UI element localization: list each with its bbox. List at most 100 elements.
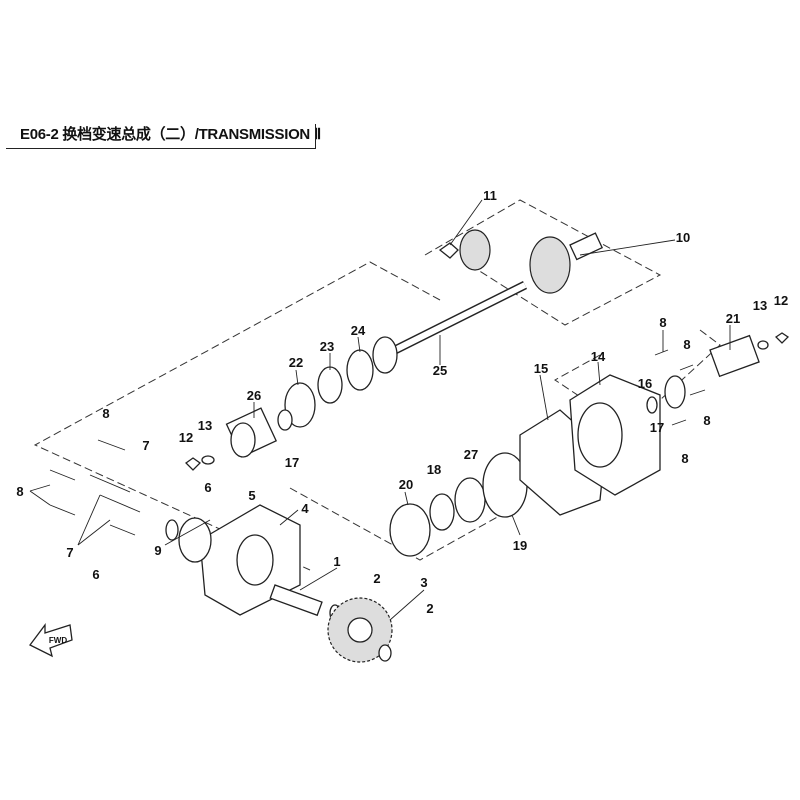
diagram-stroke — [33, 261, 441, 571]
leader-lines — [29, 199, 731, 621]
diagram-stroke — [347, 617, 373, 643]
diagram-stroke — [77, 494, 101, 546]
oil-seal — [664, 375, 686, 409]
callout: 10 — [676, 230, 690, 245]
diagram-stroke — [164, 519, 211, 546]
diagram-stroke — [97, 439, 126, 451]
washer-13b — [757, 340, 769, 350]
nut-part-11 — [438, 242, 459, 259]
diagram-stroke — [449, 199, 483, 246]
diagram-stroke — [29, 623, 73, 658]
oil-seal-22 — [284, 382, 316, 428]
callout: 17 — [650, 420, 664, 435]
diagram-stroke — [539, 374, 549, 421]
diagram-stroke — [654, 349, 669, 356]
callout: 14 — [591, 349, 606, 364]
diagram-stroke — [671, 419, 687, 426]
callout: 13 — [198, 418, 212, 433]
fwd-arrow: FWD — [29, 623, 73, 658]
callout: 9 — [154, 543, 161, 558]
diagram-stroke — [295, 369, 299, 386]
callout: 12 — [774, 293, 788, 308]
nut-12b — [774, 332, 790, 344]
diagram-stroke — [597, 361, 601, 386]
diagram-stroke — [424, 199, 662, 326]
callout: 17 — [285, 455, 299, 470]
diagram-stroke — [29, 490, 51, 506]
circlip-23 — [317, 366, 343, 404]
callout: 25 — [433, 363, 447, 378]
diagram-stroke — [289, 487, 511, 561]
diagram-stroke — [577, 402, 623, 468]
diagram-stroke — [511, 514, 521, 536]
sleeve-21 — [709, 334, 760, 378]
callout: 26 — [247, 388, 261, 403]
callout: 19 — [513, 538, 527, 553]
diagram-stroke: FWD — [49, 636, 67, 645]
callout: 24 — [351, 323, 366, 338]
callout: 15 — [534, 361, 548, 376]
callout: 18 — [427, 462, 441, 477]
diagram-stroke — [389, 589, 425, 621]
diagram-stroke — [357, 336, 361, 353]
needle-bearing — [372, 336, 398, 374]
diagram-stroke — [299, 567, 338, 591]
callout: 20 — [399, 477, 413, 492]
title-underline — [6, 148, 316, 149]
shaft-1 — [269, 584, 323, 617]
parts — [49, 229, 790, 663]
diagram-stroke — [230, 422, 256, 458]
bearing-5 — [178, 517, 212, 563]
diagram-stroke — [373, 282, 527, 363]
callout: 7 — [142, 438, 149, 453]
diagram-stroke — [236, 534, 274, 586]
bearing-27 — [454, 477, 486, 523]
callout: 6 — [204, 480, 211, 495]
o-ring-6 — [165, 519, 179, 541]
washer-13 — [201, 455, 215, 465]
diagram-stroke — [679, 364, 694, 371]
diagram-stroke — [77, 519, 111, 546]
diagram-stroke — [49, 504, 76, 516]
diagram-stroke — [579, 239, 676, 256]
callout: 7 — [66, 545, 73, 560]
callout: 21 — [726, 311, 740, 326]
callout: 4 — [301, 501, 309, 516]
diagram-stroke — [279, 509, 299, 526]
callout: 12 — [179, 430, 193, 445]
diagram-stroke — [689, 389, 706, 396]
callout: 27 — [464, 447, 478, 462]
bearing-20 — [389, 503, 431, 557]
circlip-2b — [378, 644, 392, 662]
diagram-stroke — [99, 494, 141, 513]
bevel-gear-large — [529, 236, 571, 294]
diagram-stroke — [49, 469, 76, 481]
diagram-stroke — [89, 474, 131, 493]
callout: 8 — [16, 484, 23, 499]
callout: 5 — [248, 488, 255, 503]
diagram-stroke — [109, 524, 136, 536]
bolts — [49, 349, 706, 536]
callout: 8 — [102, 406, 109, 421]
bevel-gear-small — [459, 229, 491, 271]
callout: 8 — [681, 451, 688, 466]
o-ring-17 — [277, 409, 293, 431]
diagram-stroke — [29, 484, 51, 492]
callout: 13 — [753, 298, 767, 313]
o-ring-16 — [646, 396, 658, 414]
callout: 6 — [92, 567, 99, 582]
callout: 11 — [483, 188, 497, 203]
callout: 2 — [373, 571, 380, 586]
nut-12 — [184, 457, 202, 471]
callout: 8 — [683, 337, 690, 352]
title-border — [315, 124, 316, 149]
diagram-stroke — [404, 491, 409, 506]
callout: 2 — [426, 601, 433, 616]
callout: 16 — [638, 376, 652, 391]
diagram-title: E06-2 换档变速总成（二）/TRANSMISSION Ⅱ — [20, 126, 321, 143]
callout: 8 — [659, 315, 666, 330]
callout: 8 — [703, 413, 710, 428]
callout: 1 — [333, 554, 340, 569]
